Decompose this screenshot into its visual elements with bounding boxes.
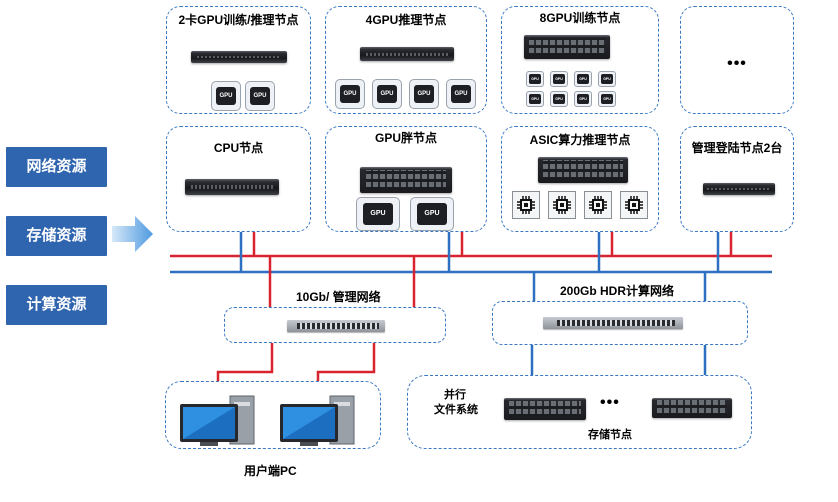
server-icon xyxy=(360,167,452,193)
asic-chip-icon xyxy=(584,191,612,219)
server-icon xyxy=(185,179,279,195)
server-icon xyxy=(538,157,628,183)
side-label-network: 网络资源 xyxy=(6,147,107,187)
gpu-chip-icon: GPU xyxy=(446,79,476,109)
gpu-chip-icon: GPU xyxy=(598,71,616,87)
node-gpu8-train: 8GPU训练节点 GPU GPU GPU GPU GPU GPU GPU GPU xyxy=(501,6,659,114)
node-drop-lines xyxy=(239,232,733,272)
storage-lines xyxy=(530,344,707,375)
gpu-chip-icon: GPU xyxy=(526,91,544,107)
server-icon xyxy=(191,51,287,63)
gpu-chip-icon: GPU xyxy=(356,197,400,231)
gpu-chip-icon: GPU xyxy=(550,91,568,107)
server-icon xyxy=(360,47,454,61)
node-gpu-fat: GPU胖节点 GPU GPU xyxy=(325,126,487,232)
side-label-storage: 存储资源 xyxy=(6,216,107,256)
mgmt-switch-lines xyxy=(268,256,416,308)
flow-arrow xyxy=(112,216,153,252)
server-icon xyxy=(703,183,775,195)
node-title: 管理登陆节点2台 xyxy=(691,141,783,155)
switch-icon xyxy=(543,317,683,329)
asic-chip-icon xyxy=(548,191,576,219)
node-gpu4-infer: 4GPU推理节点 GPU GPU GPU GPU xyxy=(325,6,487,114)
node-title: 2卡GPU训练/推理节点 xyxy=(178,13,299,27)
storage-node-label: 存储节点 xyxy=(588,429,632,441)
gpu-chip-icon: GPU xyxy=(410,197,454,231)
asic-chip-icon xyxy=(512,191,540,219)
gpu-chip-icon: GPU xyxy=(372,79,402,109)
fs-label-line1: 并行 xyxy=(444,389,466,401)
gpu-chip-icon: GPU xyxy=(550,71,568,87)
hdr-switch-lines xyxy=(532,272,707,302)
mgmt-network-label: 10Gb/ 管理网络 xyxy=(296,290,381,304)
node-title: 8GPU训练节点 xyxy=(539,11,621,25)
switch-icon xyxy=(287,320,385,332)
side-label-compute: 计算资源 xyxy=(6,285,107,325)
mgmt-switch-box xyxy=(224,307,446,343)
node-title: CPU节点 xyxy=(213,141,264,155)
pc-icon xyxy=(280,395,355,446)
storage-dots: ••• xyxy=(600,394,620,411)
hdr-network-label: 200Gb HDR计算网络 xyxy=(560,284,675,298)
node-more: ••• xyxy=(680,6,794,114)
node-title: 4GPU推理节点 xyxy=(365,13,447,27)
gpu-chip-icon: GPU xyxy=(245,81,275,111)
asic-chip-icon xyxy=(620,191,648,219)
storage-server-icon xyxy=(504,398,586,420)
node-gpu2-train: 2卡GPU训练/推理节点 GPU GPU xyxy=(166,6,311,114)
node-login: 管理登陆节点2台 xyxy=(680,126,794,232)
more-dots: ••• xyxy=(727,55,747,72)
server-icon xyxy=(524,35,610,59)
pc-icon xyxy=(180,395,255,446)
storage-server-icon xyxy=(652,398,732,418)
gpu-chip-icon: GPU xyxy=(211,81,241,111)
node-title: GPU胖节点 xyxy=(374,131,437,145)
user-pc-label: 用户端PC xyxy=(244,464,297,478)
storage-box: 并行 文件系统 ••• 存储节点 xyxy=(407,375,752,449)
gpu-chip-icon: GPU xyxy=(574,91,592,107)
gpu-chip-icon: GPU xyxy=(409,79,439,109)
node-asic: ASIC算力推理节点 xyxy=(501,126,659,232)
gpu-chip-icon: GPU xyxy=(335,79,365,109)
gpu-chip-icon: GPU xyxy=(526,71,544,87)
node-cpu: CPU节点 xyxy=(166,126,311,232)
hdr-switch-box xyxy=(492,301,748,345)
user-pc-box xyxy=(165,381,381,449)
node-title: ASIC算力推理节点 xyxy=(529,133,631,147)
gpu-chip-icon: GPU xyxy=(598,91,616,107)
gpu-chip-icon: GPU xyxy=(574,71,592,87)
fs-label-line2: 文件系统 xyxy=(434,404,478,416)
pc-icons xyxy=(180,395,355,446)
